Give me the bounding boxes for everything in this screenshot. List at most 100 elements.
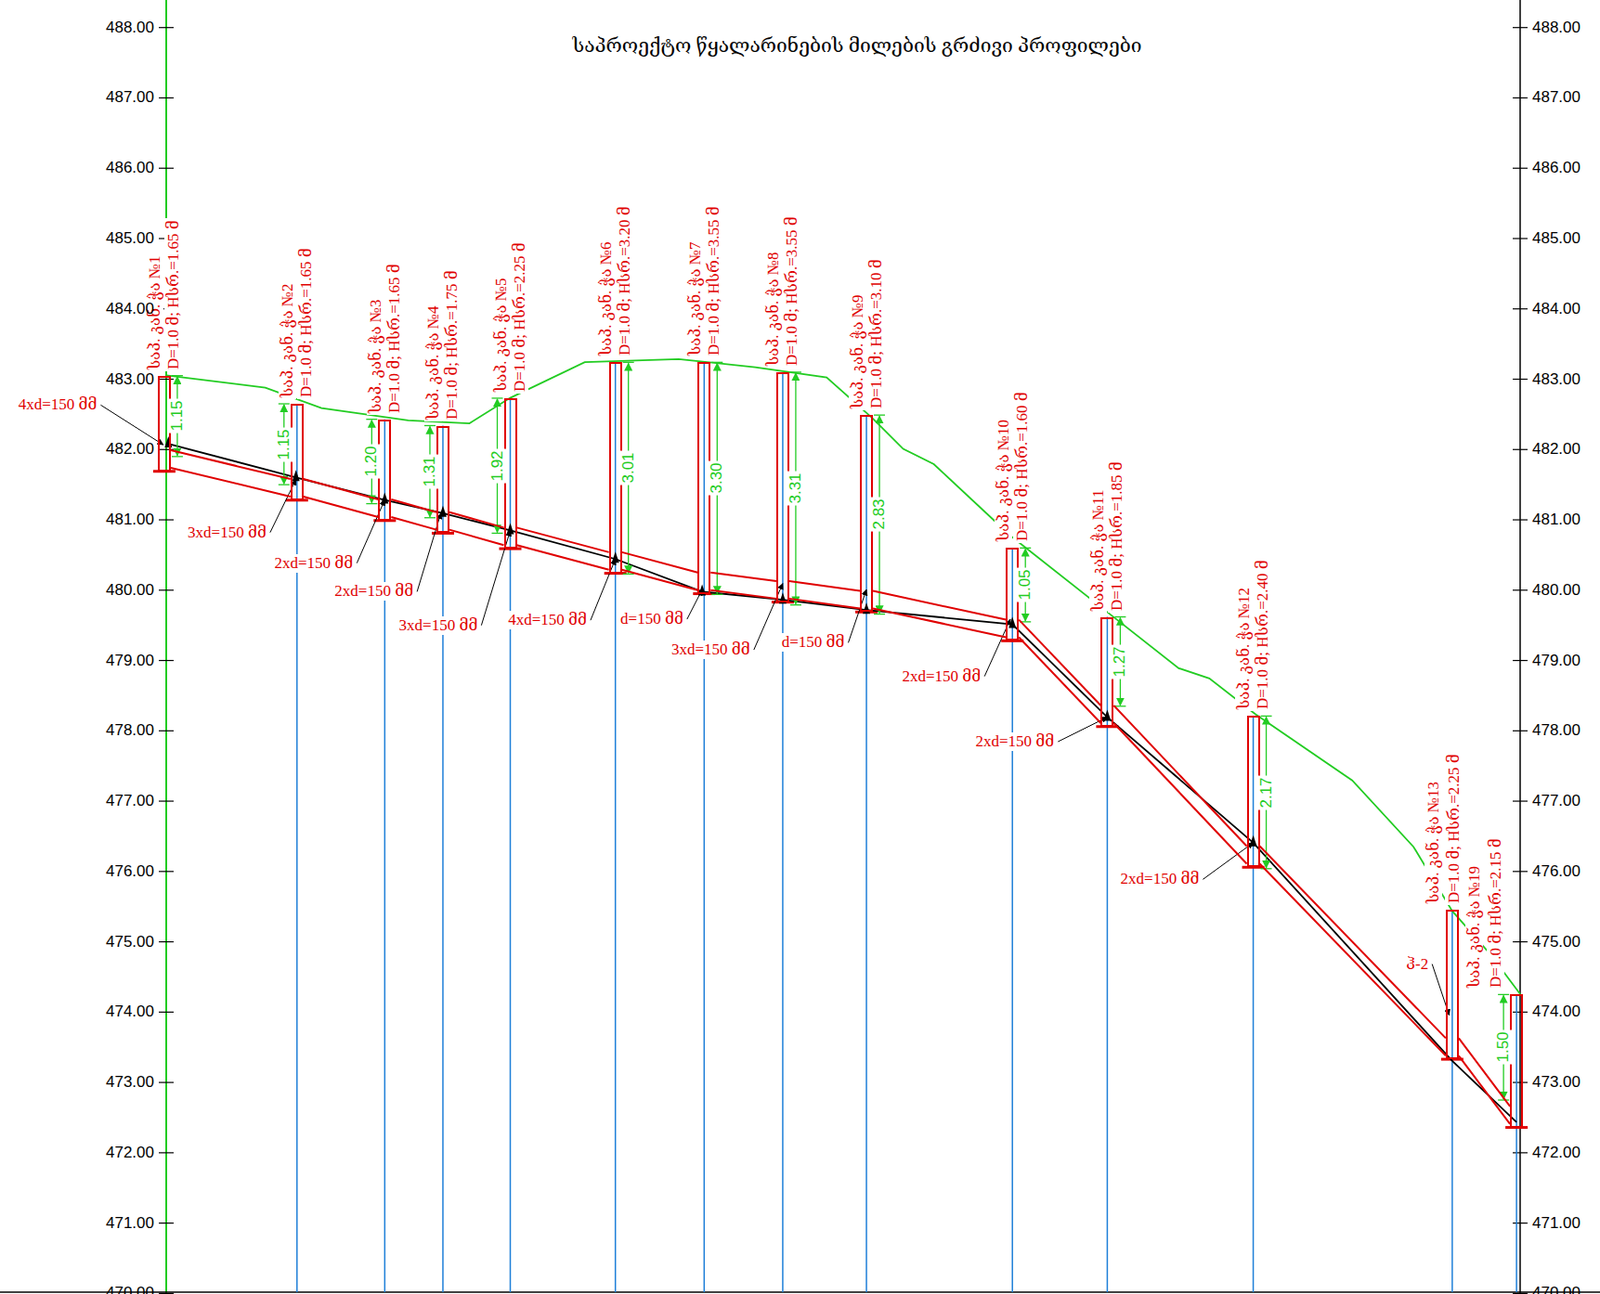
depth-dimension: 1.15 bbox=[169, 399, 186, 434]
pipe-crown-line bbox=[517, 527, 610, 553]
pipe-crown-line bbox=[1018, 620, 1101, 706]
pipe-invert-line bbox=[710, 590, 777, 599]
axis-tick bbox=[1512, 1152, 1528, 1154]
well-dimensions: D=1.0 მ; Hსრ.=2.40 მ bbox=[1253, 559, 1272, 713]
depth-dimension: 1.92 bbox=[489, 448, 507, 483]
elevation-label: 481.00 bbox=[1532, 510, 1581, 530]
elevation-label: 470.00 bbox=[1532, 1284, 1581, 1294]
base-line bbox=[0, 1291, 1600, 1294]
station-line bbox=[781, 372, 784, 1293]
axis-tick bbox=[1512, 97, 1528, 99]
elevation-label: 485.00 bbox=[1532, 229, 1581, 248]
well-name: საპ. კან. ჭა №5 bbox=[492, 275, 510, 394]
sewer-pipe bbox=[872, 591, 1006, 638]
well-dimensions: D=1.0 მ; Hსრ.=1.75 მ bbox=[442, 268, 461, 422]
inflow-arrow bbox=[862, 602, 871, 614]
axis-tick bbox=[1512, 519, 1528, 521]
dimension-tick bbox=[1497, 1099, 1509, 1101]
pipe-label: 4xd=150 მმ bbox=[507, 611, 588, 630]
dimension-tick bbox=[365, 503, 378, 505]
pipe-invert-line bbox=[170, 468, 291, 497]
axis-tick bbox=[158, 871, 174, 872]
elevation-label: 486.00 bbox=[105, 158, 155, 178]
left-axis bbox=[165, 0, 168, 1294]
station-line bbox=[384, 419, 387, 1293]
axis-tick bbox=[1512, 237, 1528, 239]
pipe-invert-line bbox=[872, 608, 1006, 638]
dimension-tick bbox=[365, 418, 378, 420]
axis-tick bbox=[158, 97, 174, 99]
station-line bbox=[296, 403, 299, 1293]
sewer-pipe bbox=[1018, 620, 1101, 724]
axis-tick bbox=[158, 589, 174, 591]
inflow-arrow bbox=[380, 493, 389, 505]
axis-tick bbox=[158, 1222, 174, 1224]
elevation-label: 484.00 bbox=[1532, 299, 1581, 319]
dimension-tick bbox=[790, 604, 802, 606]
elevation-label: 488.00 bbox=[1532, 18, 1581, 38]
pipe-crown-line bbox=[789, 581, 860, 592]
ground-line bbox=[166, 359, 1521, 996]
pipe-label: 3xd=150 მმ bbox=[670, 640, 752, 660]
pipe-label: d=150 მმ bbox=[619, 610, 685, 629]
well-dimensions: D=1.0 მ; Hსრ.=1.65 მ bbox=[164, 218, 183, 372]
depth-dimension: 1.15 bbox=[275, 427, 293, 462]
station-line bbox=[442, 426, 444, 1293]
elevation-label: 488.00 bbox=[105, 18, 155, 38]
dimension-tick bbox=[1261, 715, 1273, 717]
axis-tick bbox=[1512, 1222, 1528, 1224]
well-dimensions: D=1.0 მ; Hსრ.=2.25 მ bbox=[510, 240, 529, 394]
elevation-label: 481.00 bbox=[105, 510, 155, 530]
axis-tick bbox=[1512, 800, 1528, 802]
elevation-label: 473.00 bbox=[105, 1073, 155, 1093]
pipe-crown-line bbox=[1113, 705, 1247, 847]
sewer-pipe bbox=[1260, 846, 1446, 1057]
axis-tick bbox=[1512, 1081, 1528, 1083]
elevation-label: 477.00 bbox=[105, 792, 155, 811]
pipe-label: 2xd=150 მმ bbox=[273, 554, 355, 573]
elevation-label: 476.00 bbox=[105, 862, 155, 882]
well-name: საპ. კან. ჭა №7 bbox=[686, 240, 704, 359]
pipe-label: 3xd=150 მმ bbox=[186, 523, 268, 543]
axis-tick bbox=[1512, 730, 1528, 732]
elevation-label: 480.00 bbox=[1532, 581, 1581, 600]
elevation-label: 484.00 bbox=[105, 299, 155, 319]
pipe-label: 2xd=150 მმ bbox=[1119, 870, 1201, 889]
elevation-label: 482.00 bbox=[1532, 440, 1581, 459]
sewer-pipe bbox=[517, 527, 610, 570]
sewer-pipe bbox=[170, 450, 291, 497]
axis-tick bbox=[158, 800, 174, 802]
station-line bbox=[614, 362, 617, 1293]
well-name: საპ. კან. ჭა №9 bbox=[848, 293, 867, 412]
leader-line bbox=[356, 500, 385, 564]
pipe-crown-line bbox=[303, 479, 379, 500]
leader-line bbox=[1202, 843, 1253, 881]
axis-tick bbox=[1512, 378, 1528, 380]
dimension-tick bbox=[278, 483, 290, 485]
well-name: საპ. კან. ჭა №11 bbox=[1089, 487, 1107, 612]
pipe-crown-line bbox=[622, 552, 699, 573]
axis-tick bbox=[158, 26, 174, 28]
inflow-arrow bbox=[507, 522, 515, 534]
well-dimensions: D=1.0 მ; Hსრ.=1.65 მ bbox=[385, 261, 404, 416]
depth-dimension: 1.05 bbox=[1016, 568, 1034, 603]
elevation-label: 474.00 bbox=[105, 1002, 155, 1022]
elevation-label: 478.00 bbox=[1532, 721, 1581, 741]
well-dimensions: D=1.0 მ; Hსრ.=3.10 მ bbox=[867, 257, 885, 411]
inflow-arrow bbox=[611, 551, 620, 563]
sewer-pipe bbox=[390, 499, 437, 531]
axis-tick bbox=[1512, 871, 1528, 872]
pipe-invert-line bbox=[622, 570, 699, 591]
pipe-label: 3xd=150 მმ bbox=[398, 616, 480, 636]
well-name: საპ. კან. ჭა №8 bbox=[764, 249, 782, 368]
axis-tick bbox=[1512, 308, 1528, 310]
depth-dimension: 3.31 bbox=[787, 471, 805, 507]
dimension-tick bbox=[623, 362, 635, 364]
elevation-label: 471.00 bbox=[1532, 1214, 1581, 1234]
dimension-tick bbox=[171, 375, 183, 377]
well-dimensions: D=1.0 მ; Hსრ.=3.20 მ bbox=[615, 205, 634, 359]
dimension-tick bbox=[873, 414, 885, 416]
dimension-tick bbox=[873, 613, 885, 615]
pipe-crown-line bbox=[449, 512, 505, 529]
